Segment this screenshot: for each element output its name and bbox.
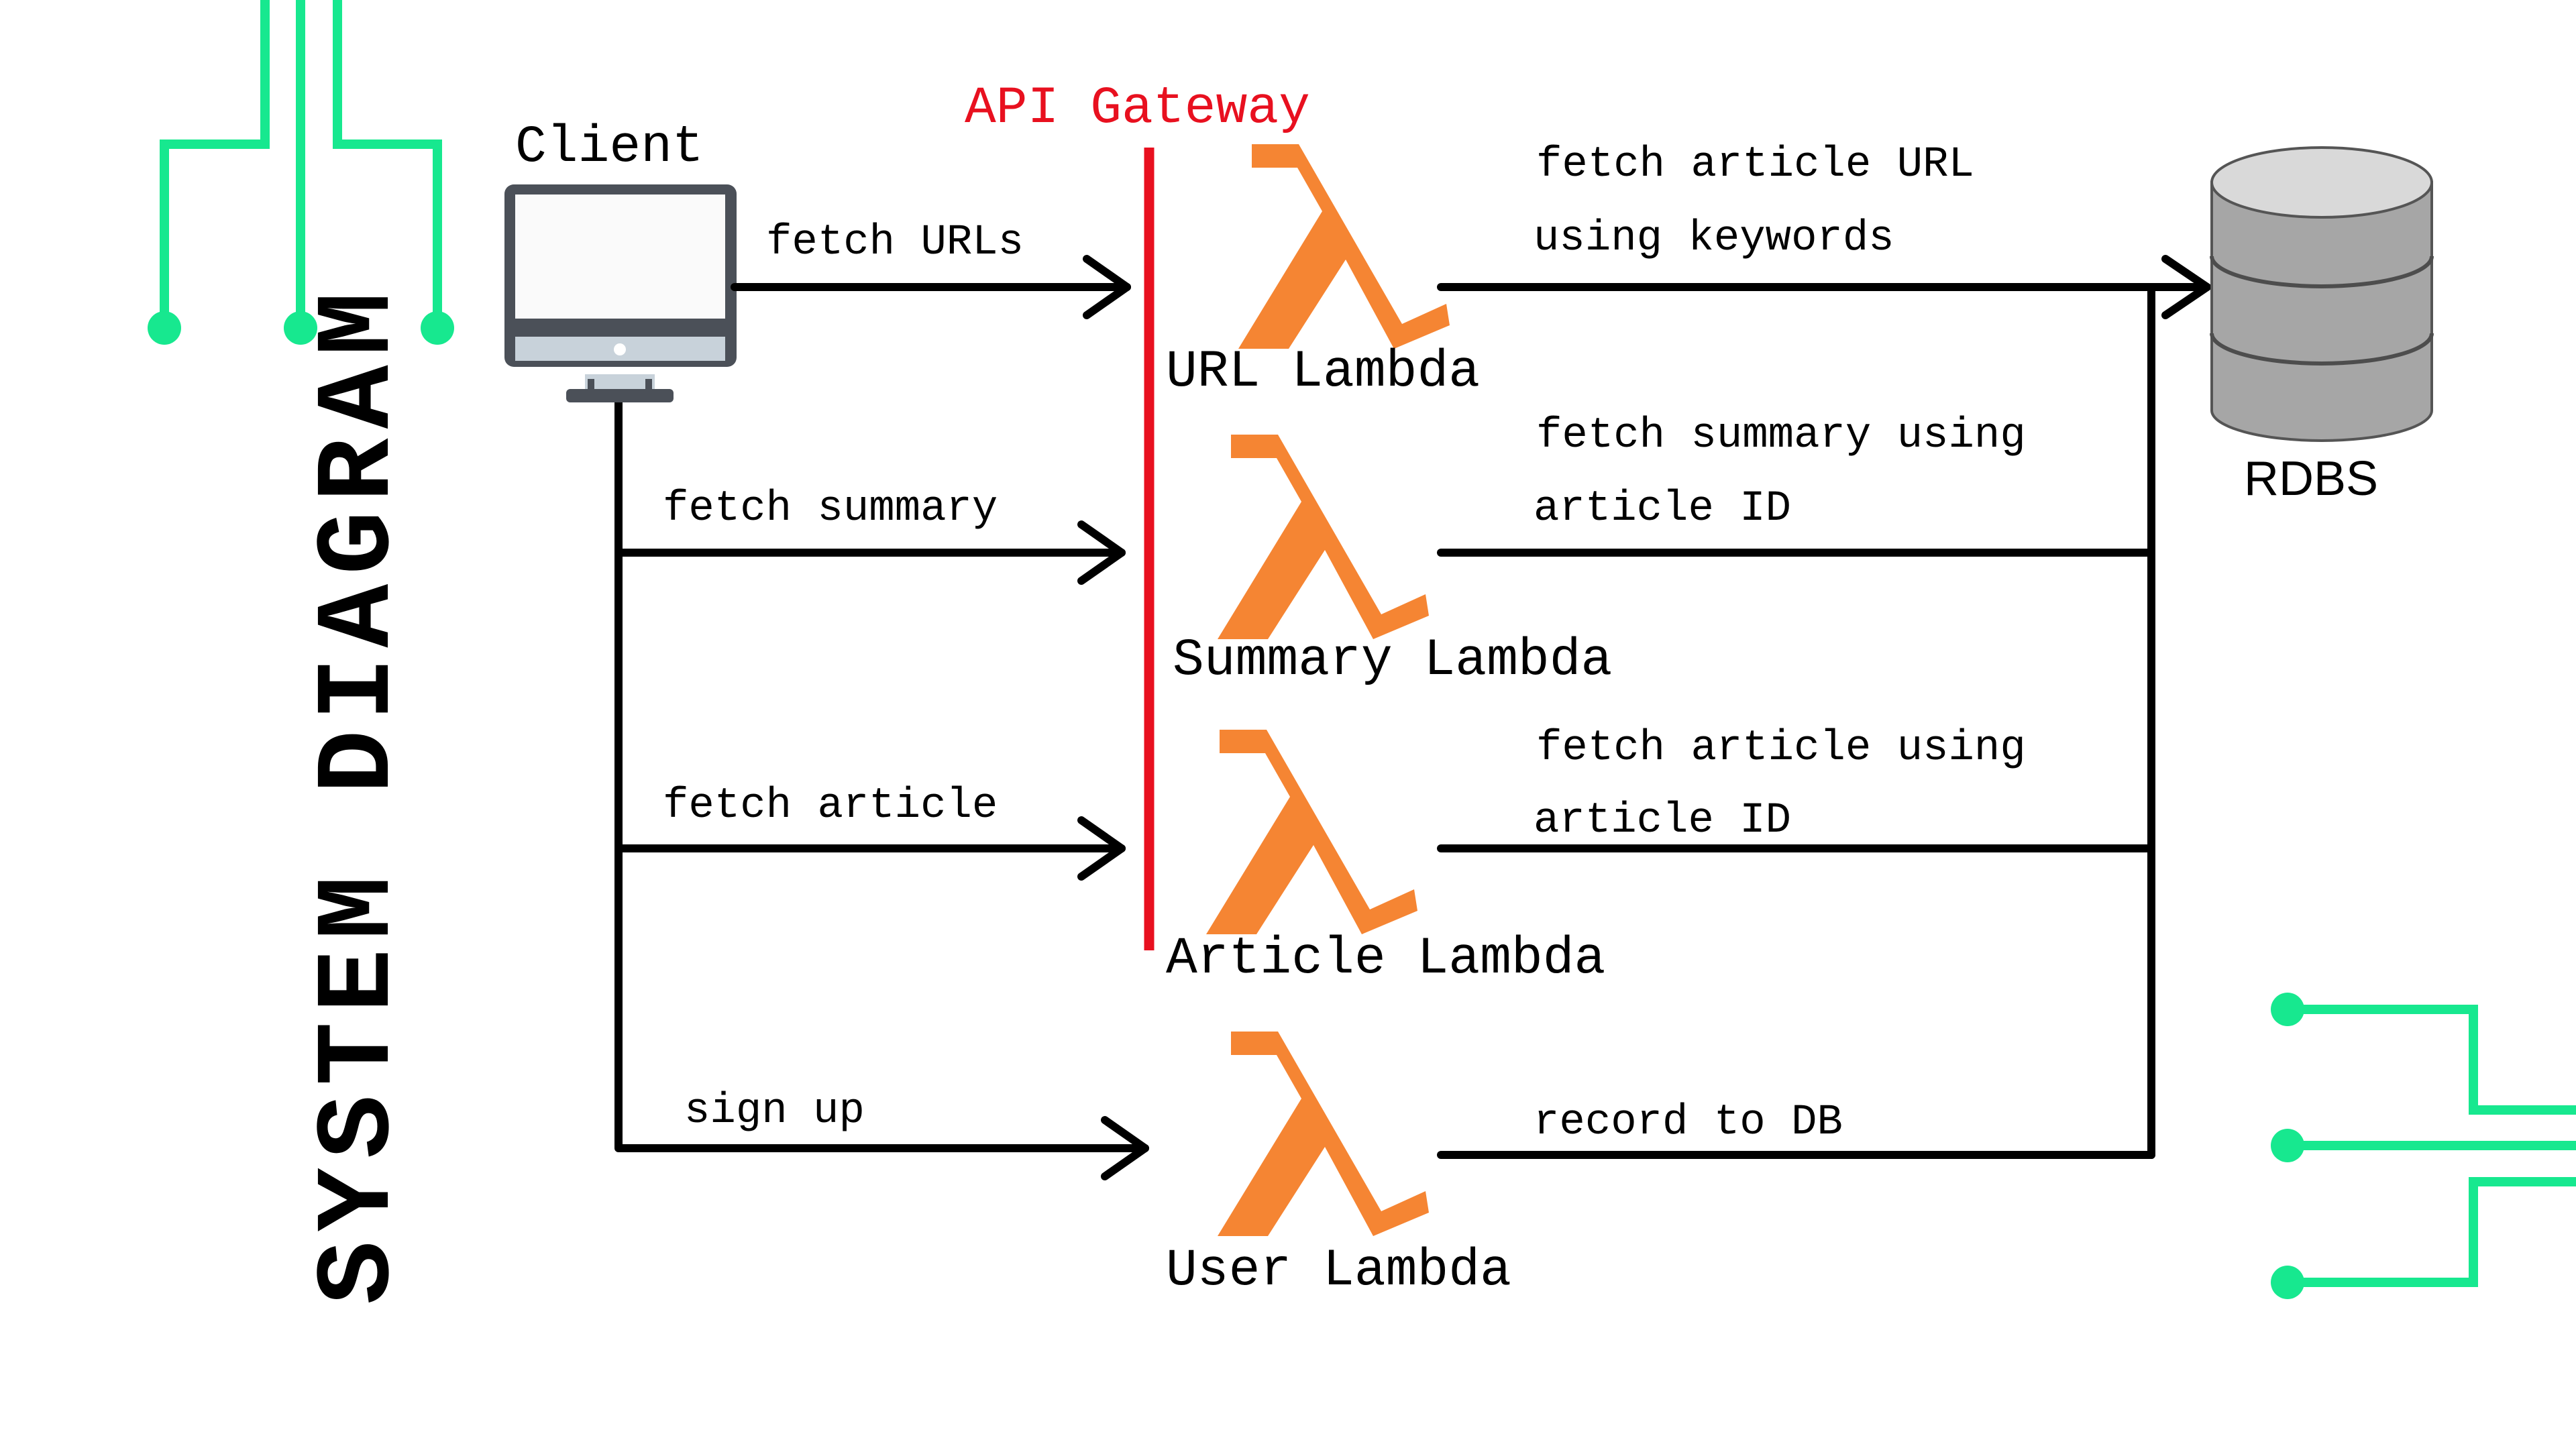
user-lambda-icon <box>1218 1032 1429 1236</box>
lambda-name-summary: Summary Lambda <box>1173 631 1612 690</box>
summary-lambda-icon <box>1218 435 1429 639</box>
db-label-user-1: record to DB <box>1534 1099 1843 1147</box>
db-label-article-2: article ID <box>1534 797 1791 845</box>
request-label-article: fetch article <box>663 782 998 830</box>
request-label-summary: fetch summary <box>663 485 998 533</box>
gateway-label: API Gateway <box>965 79 1310 138</box>
db-label-article-1: fetch article using <box>1536 724 2026 773</box>
circuit-decoration-bottom-right <box>2288 1005 2576 1287</box>
db-label-url-2: using keywords <box>1534 215 1894 263</box>
database-icon <box>2210 146 2434 442</box>
monitor-icon <box>504 184 737 402</box>
request-arrows <box>614 255 1149 1180</box>
db-label-summary-2: article ID <box>1534 485 1791 533</box>
lambda-name-user: User Lambda <box>1166 1241 1511 1300</box>
lambda-name-url: URL Lambda <box>1166 343 1480 402</box>
request-label-user: sign up <box>684 1087 865 1135</box>
circuit-decoration-top-left <box>160 0 442 327</box>
request-label-url: fetch URLs <box>766 219 1024 267</box>
article-lambda-icon <box>1206 730 1417 934</box>
circuit-nodes-top-left <box>148 311 454 345</box>
circuit-nodes-bottom-right <box>2271 993 2304 1299</box>
client-label: Client <box>515 118 704 177</box>
database-label: RDBS <box>2244 452 2378 506</box>
db-connection-lines <box>1437 255 2211 1159</box>
db-label-summary-1: fetch summary using <box>1536 412 2026 460</box>
db-label-url-1: fetch article URL <box>1536 141 1974 189</box>
diagram-title: SYSTEM DIAGRAM <box>300 283 420 1304</box>
lambda-name-article: Article Lambda <box>1166 930 1605 989</box>
url-lambda-icon <box>1238 144 1450 349</box>
